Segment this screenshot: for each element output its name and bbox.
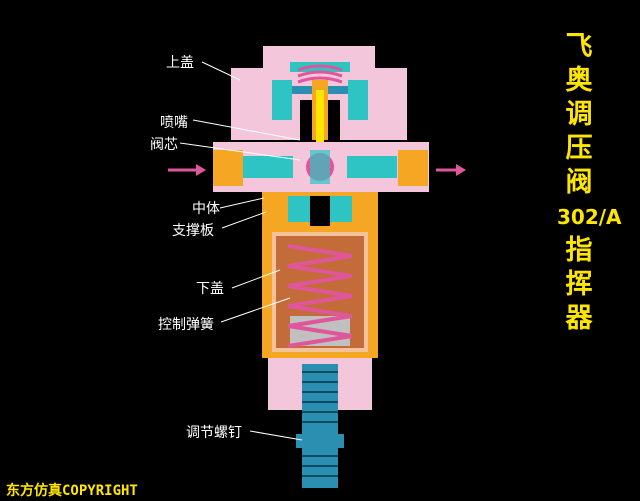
nozzle-part xyxy=(316,90,324,150)
middle-body-part xyxy=(213,142,429,192)
diagram-title: 飞 奥 调 压 阀 302/A 指 挥 器 xyxy=(557,30,622,336)
leader-lines xyxy=(179,61,303,441)
title-char: 挥 xyxy=(565,269,593,300)
label-support-plate: 支撑板 xyxy=(172,223,214,239)
upper-spring xyxy=(297,64,343,84)
arrow-out-icon xyxy=(436,164,466,176)
arrow-in-icon xyxy=(168,164,206,176)
label-upper-cover: 上盖 xyxy=(166,55,194,71)
label-middle-body: 中体 xyxy=(192,201,220,217)
title-char: 阀 xyxy=(565,167,593,198)
control-spring-part xyxy=(287,244,353,348)
title-char: 压 xyxy=(565,133,593,164)
title-char: 302/A xyxy=(557,205,622,229)
title-char: 调 xyxy=(565,99,593,130)
title-char: 指 xyxy=(565,235,593,266)
title-char: 飞 xyxy=(565,31,593,62)
title-char: 奥 xyxy=(565,65,593,96)
adjust-screw-part xyxy=(296,364,344,488)
copyright-footer: 东方仿真COPYRIGHT xyxy=(6,483,138,499)
label-control-spring: 控制弹簧 xyxy=(158,317,214,333)
label-adjust-screw: 调节螺钉 xyxy=(186,425,242,441)
label-valve-core: 阀芯 xyxy=(150,137,178,153)
title-char: 器 xyxy=(565,303,593,334)
label-lower-cover: 下盖 xyxy=(196,281,224,297)
label-nozzle: 喷嘴 xyxy=(160,115,188,131)
support-plate-part xyxy=(262,192,378,226)
